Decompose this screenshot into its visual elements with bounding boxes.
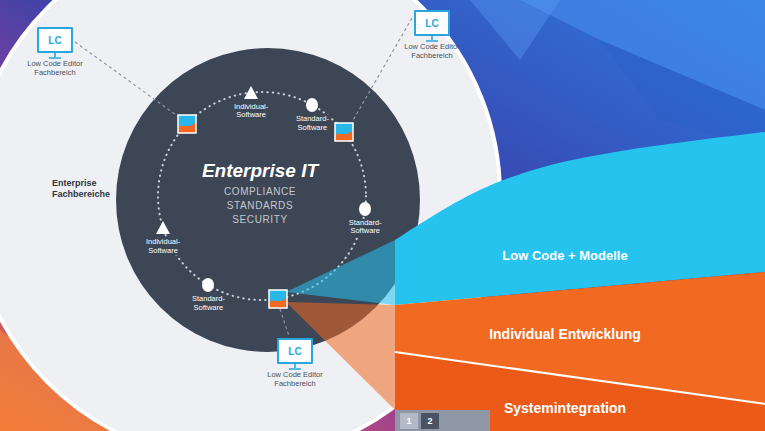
dashed-leader: [75, 42, 179, 117]
region-label: Enterprise Fachbereiche: [52, 178, 110, 200]
background-panel: [470, 0, 560, 60]
module-icon-fill: [335, 123, 353, 141]
software-label: Standard-Software: [295, 115, 330, 132]
software-dot: Standard-Software: [191, 277, 226, 312]
circle-symbol: [304, 97, 320, 113]
monitor-stand: [45, 53, 65, 59]
text-holder: Enterprise IT COMPLIANCE STANDARDS SECURI…: [202, 160, 318, 227]
circle-symbol: [357, 201, 373, 217]
circle-title: Enterprise IT: [202, 160, 318, 182]
monitor-stand-line: [49, 53, 61, 58]
monitor-stand-line: [426, 36, 438, 41]
module-icon-fill: [269, 290, 287, 308]
dashed-leader: [352, 18, 412, 122]
circle-shape: [306, 98, 318, 112]
monitor-caption: Low Code Editor Fachbereich: [261, 371, 329, 388]
software-dot: Standard-Software: [348, 201, 383, 236]
software-dot: Standard-Software: [295, 97, 330, 132]
triangle-symbol: [155, 220, 171, 236]
band-separator: [395, 352, 765, 404]
module-icon-wave: [178, 122, 196, 133]
module-icon-fill: [178, 115, 196, 133]
software-label: Standard-Software: [191, 295, 226, 312]
module-icon: [335, 123, 353, 141]
band-label: Systemintegration: [504, 400, 626, 416]
circle-shape: [359, 202, 371, 216]
text-holder: Systemintegration: [504, 400, 626, 416]
text-holder: 1: [406, 416, 411, 426]
band-fill: [395, 352, 765, 431]
monitor-stand-line: [289, 364, 301, 369]
band-label: Individual Entwicklung: [489, 326, 641, 342]
module-icon: [269, 290, 287, 308]
monitor-caption: Low Code Editor Fachbereich: [398, 43, 466, 60]
background-panel: [600, 40, 765, 150]
software-triangle: Individual-Software: [233, 85, 269, 120]
low-code-monitor: LC Low Code Editor Fachbereich: [398, 10, 466, 60]
module-icon-wave: [335, 130, 353, 141]
circle-symbol: [200, 277, 216, 293]
monitor-screen: LC: [37, 27, 73, 53]
axis-number: 1: [406, 416, 411, 426]
monitor-screen: LC: [414, 10, 450, 36]
axis-box: [400, 413, 418, 429]
funnel-cone-cyan: [286, 240, 395, 305]
axis-strip: [395, 410, 490, 431]
module-icon-border: [269, 290, 287, 308]
monitor-stand: [285, 364, 305, 370]
triangle-symbol: [243, 85, 259, 101]
monitor-screen: LC: [277, 338, 313, 364]
module-icon-wave: [269, 297, 287, 308]
axis-number: 2: [427, 416, 432, 426]
text-holder: 2: [427, 416, 432, 426]
software-triangle: Individual-Software: [145, 220, 181, 255]
text-holder: Individual Entwicklung: [489, 326, 641, 342]
monitor-stand: [422, 36, 442, 42]
monitor-badge: LC: [288, 346, 301, 357]
triangle-shape: [156, 221, 170, 234]
monitor-badge: LC: [425, 18, 438, 29]
module-icon: [178, 115, 196, 133]
band-label: Low Code + Modelle: [502, 248, 627, 263]
triangle-shape: [244, 86, 258, 99]
software-label: Standard-Software: [348, 219, 383, 236]
axis-box: [421, 413, 439, 429]
text-holder: Low Code + Modelle: [502, 248, 627, 263]
module-icon-border: [335, 123, 353, 141]
low-code-monitor: LC Low Code Editor Fachbereich: [21, 27, 89, 77]
dashed-leader: [280, 309, 289, 336]
monitor-caption: Low Code Editor Fachbereich: [21, 60, 89, 77]
circle-shape: [202, 278, 214, 292]
software-label: Individual-Software: [145, 238, 181, 255]
text-holder: Enterprise Fachbereiche: [52, 178, 110, 200]
software-label: Individual-Software: [233, 103, 269, 120]
module-icon-border: [178, 115, 196, 133]
low-code-monitor: LC Low Code Editor Fachbereich: [261, 338, 329, 388]
funnel-cone-orange: [286, 302, 395, 410]
circle-keywords: COMPLIANCE STANDARDS SECURITY: [224, 185, 296, 227]
monitor-badge: LC: [48, 35, 61, 46]
